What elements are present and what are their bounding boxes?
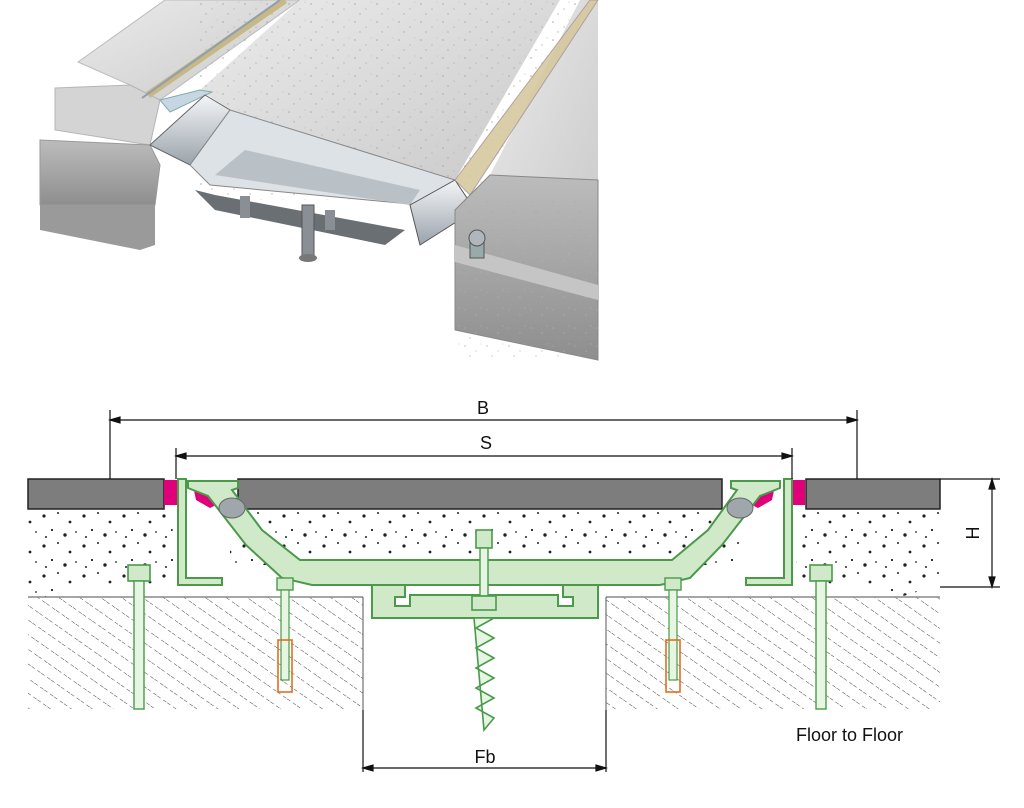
right-metal-rail xyxy=(454,0,599,196)
dimension-s-label: S xyxy=(480,433,492,453)
left-substrate xyxy=(28,597,363,709)
dimension-b-label: B xyxy=(477,398,489,418)
anchor-bolt-3d xyxy=(301,204,315,258)
left-gasket xyxy=(218,497,246,519)
right-floor-finish xyxy=(805,478,941,510)
left-edge-seal xyxy=(164,480,178,505)
floor-to-floor-caption: Floor to Floor xyxy=(796,725,903,745)
joint-3d-illustration xyxy=(39,0,600,361)
dimension-h xyxy=(940,476,1000,590)
left-floor-finish xyxy=(27,478,165,510)
right-substrate xyxy=(606,597,940,709)
left-frame-angle xyxy=(177,478,223,586)
dimension-h-label: H xyxy=(963,527,983,540)
left-drop-in-anchor xyxy=(276,577,294,693)
left-slab-step-1 xyxy=(54,84,161,146)
center-cover-plate xyxy=(237,478,723,510)
center-inner-step xyxy=(215,150,420,205)
dimension-fb-label: Fb xyxy=(474,747,495,767)
dimension-fb xyxy=(360,710,609,772)
left-slab-base xyxy=(40,205,155,250)
right-drop-in-anchor xyxy=(664,577,682,693)
right-gasket xyxy=(726,497,754,519)
left-anchor-bolt xyxy=(127,564,151,710)
dimension-s xyxy=(173,448,795,479)
dimension-b xyxy=(107,410,860,479)
left-slab-step-2 xyxy=(39,139,161,206)
left-concrete-topping xyxy=(28,510,180,597)
joint-section-drawing: B S H Fb Floor to Floor xyxy=(27,398,1000,772)
right-edge-seal xyxy=(791,480,805,505)
left-metal-rail xyxy=(159,89,214,113)
right-anchor-bolt xyxy=(809,564,833,710)
center-anchor-screw xyxy=(471,529,498,732)
